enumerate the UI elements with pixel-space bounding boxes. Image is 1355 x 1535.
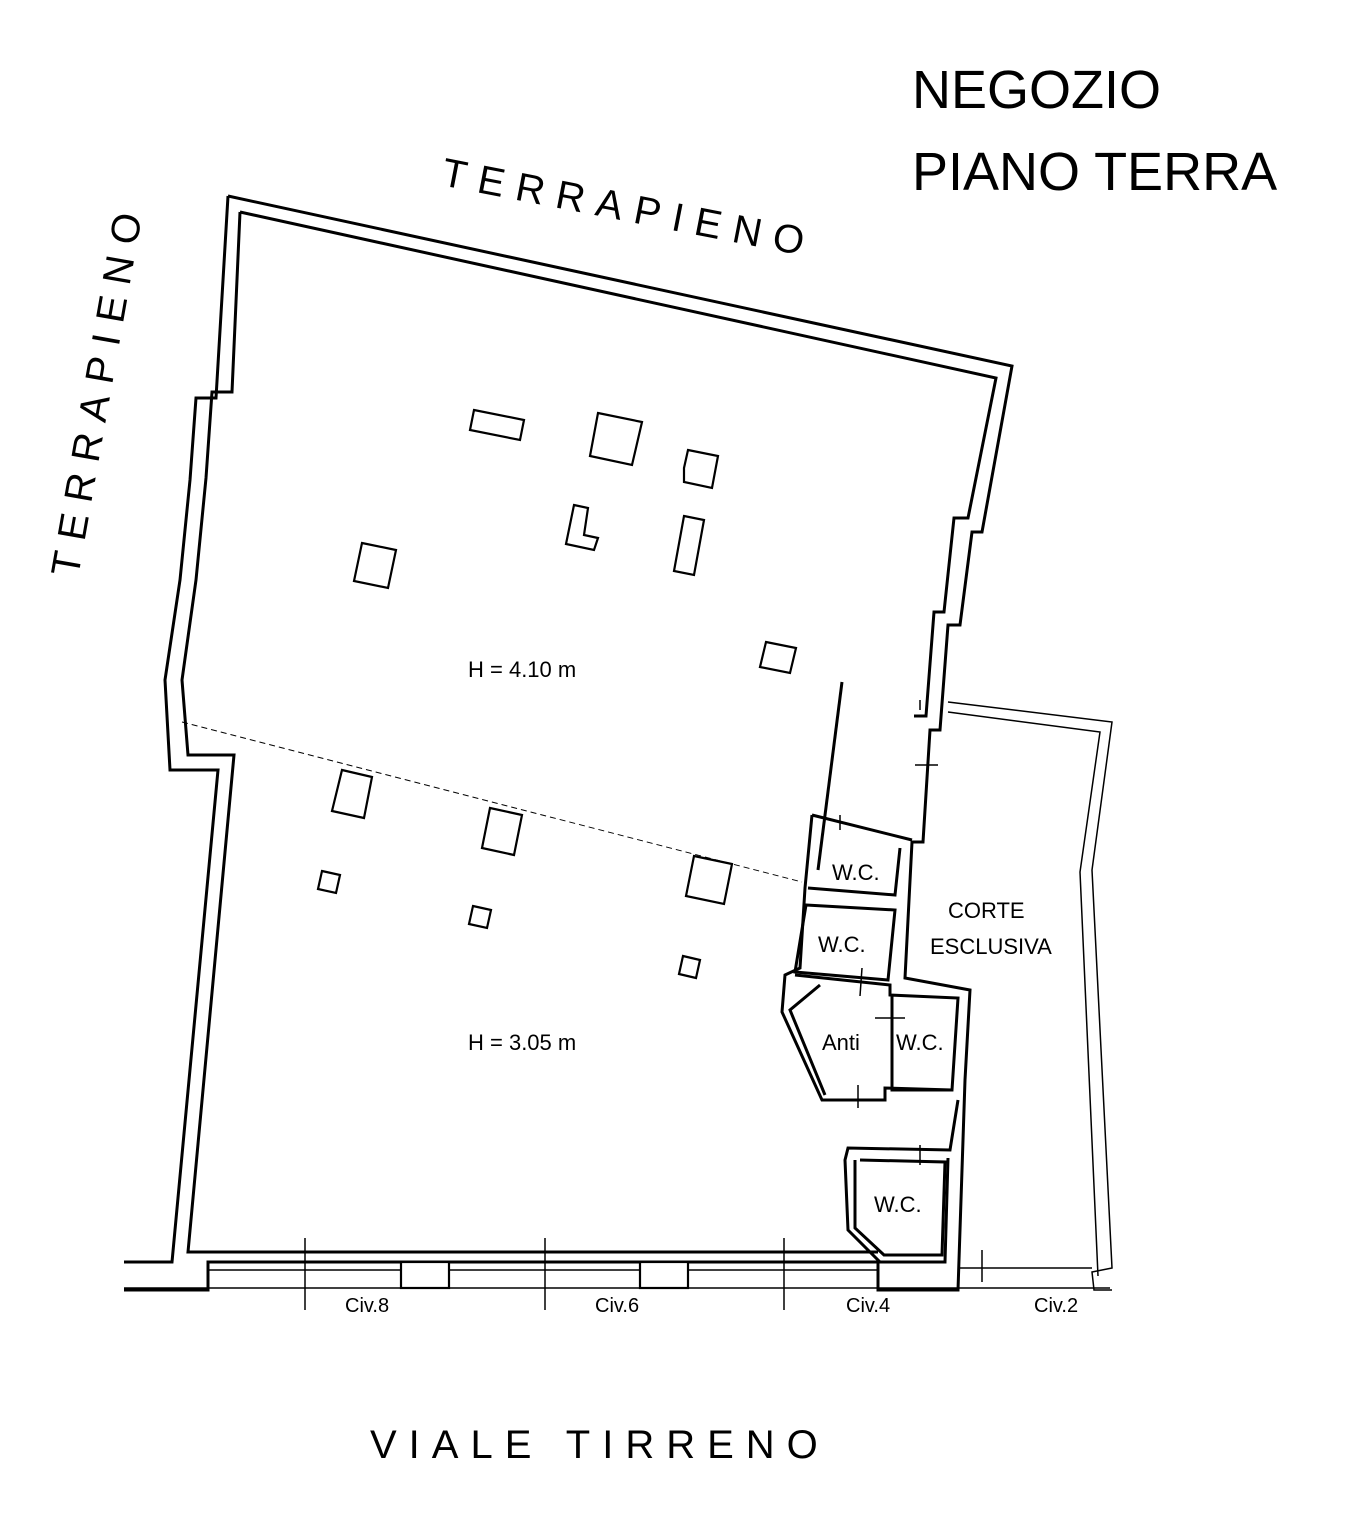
height-boundary-line xyxy=(181,721,803,883)
court-label-line-1: CORTE xyxy=(948,898,1025,923)
height-lower-label: H = 3.05 m xyxy=(468,1030,576,1055)
room-label-anti: Anti xyxy=(822,1030,860,1055)
height-upper-label: H = 4.10 m xyxy=(468,657,576,682)
room-label-wc-2: W.C. xyxy=(818,932,866,957)
room-label-wc-3: W.C. xyxy=(896,1030,944,1055)
terrapieno-top-label: TERRAPIENO xyxy=(438,151,819,267)
street-name: VIALE TIRRENO xyxy=(370,1423,830,1467)
title-line-2: PIANO TERRA xyxy=(912,142,1277,202)
court-label-line-2: ESCLUSIVA xyxy=(930,934,1052,959)
room-label-wc-1: W.C. xyxy=(832,860,880,885)
civic-number-6: Civ.6 xyxy=(595,1295,639,1317)
civic-number-2: Civ.2 xyxy=(1034,1295,1078,1317)
civic-number-8: Civ.8 xyxy=(345,1295,389,1317)
civic-number-4: Civ.4 xyxy=(846,1295,890,1317)
room-label-wc-4: W.C. xyxy=(874,1192,922,1217)
pillars xyxy=(316,408,798,980)
terrapieno-left-label: TERRAPIENO xyxy=(44,198,153,580)
outer-walls xyxy=(124,194,1014,1292)
facade xyxy=(124,1238,1110,1310)
courtyard-boundary xyxy=(947,701,1113,1291)
title-line-1: NEGOZIO xyxy=(912,60,1161,120)
service-block-walls xyxy=(780,681,960,1264)
